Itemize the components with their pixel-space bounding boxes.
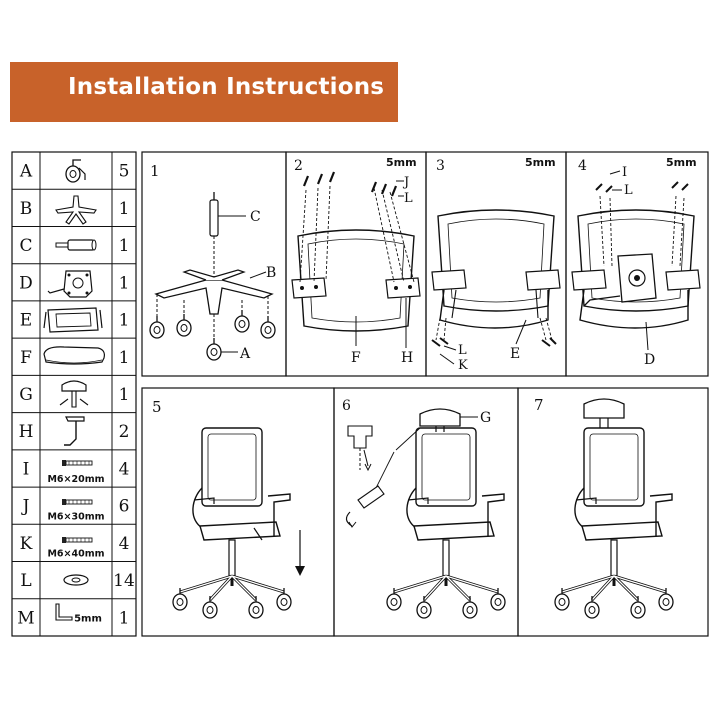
seat-frame-icon [43,307,103,333]
part-letter: F [20,348,32,368]
step-4-illustration [571,170,701,351]
part-quantity: 1 [119,348,130,368]
part-callout: L [624,183,633,198]
step-number: 1 [150,162,160,180]
table-row: K 4M6×40mm [20,534,130,560]
bolt-spec-label: M6×40mm [47,549,104,560]
step-1-illustration [149,192,276,361]
star-base-icon [55,195,97,225]
tool-size-label: 5mm [666,156,697,169]
table-row: M 1 5mm [17,608,129,628]
headrest-bracket-icon [59,380,89,408]
part-callout: I [622,165,627,180]
part-callout: C [250,209,261,225]
part-quantity: 2 [119,422,130,442]
part-letter: L [20,571,31,591]
part-quantity: 5 [119,162,130,182]
tool-size-label: 5mm [386,156,417,169]
part-callout: E [510,346,520,362]
table-row: L 14 [20,571,134,591]
part-quantity: 1 [119,236,130,256]
step-number: 4 [578,158,587,174]
part-callout: L [404,191,413,206]
step-3-illustration [431,209,561,365]
part-letter: J [21,497,30,517]
part-letter: E [20,311,32,331]
bolt-icon [61,498,93,506]
step-5-panel [141,387,335,637]
part-quantity: 6 [119,497,130,517]
table-row: I 4M6×20mm [23,459,130,485]
tool-size-label: 5mm [525,156,556,169]
step-5-illustration [173,428,305,618]
part-callout: L [458,343,467,358]
part-callout: G [480,410,491,426]
step-number: 7 [534,396,544,414]
part-callout: J [402,175,409,190]
part-quantity: 1 [119,608,130,628]
page-title: Installation Instructions [68,74,385,100]
step-panels [141,151,709,637]
part-letter: C [19,236,32,256]
step-7-panel [517,387,709,637]
part-letter: G [19,385,33,405]
washer-icon [63,574,89,586]
part-callout: H [401,350,413,366]
part-letter: D [19,273,33,293]
step-4-panel [565,151,709,377]
allen-key-icon [55,603,73,621]
part-callout: B [266,265,276,281]
bolt-icon [61,459,93,467]
part-letter: A [19,162,33,182]
part-callout: K [458,358,468,373]
seat-cushion-icon [43,346,105,365]
gas-cylinder-icon [55,239,97,251]
bolt-spec-label: M6×30mm [47,511,104,522]
part-quantity: 1 [119,385,130,405]
part-quantity: 1 [119,311,130,331]
part-letter: B [20,199,33,219]
part-quantity: 1 [119,199,130,219]
armrest-icon [64,416,85,446]
step-7-illustration [555,398,673,618]
part-letter: H [19,422,34,442]
part-callout: D [644,352,655,368]
step-number: 5 [152,398,162,416]
row-dividers [12,188,136,600]
part-callout: A [239,346,251,362]
part-quantity: 4 [119,534,130,554]
part-letter: M [17,608,34,628]
bolt-spec-label: M6×20mm [47,474,104,485]
step-number: 2 [294,158,303,174]
tilt-mechanism-icon [47,270,93,298]
step-number: 3 [436,158,445,174]
title-banner: Installation Instructions [10,62,398,122]
tool-size-label: 5mm [74,613,102,624]
step-6-illustration [345,408,505,618]
table-row: J 6M6×30mm [21,497,130,523]
bolt-icon [61,536,93,544]
part-letter: I [23,459,30,479]
parts-table-border [11,151,137,637]
part-quantity: 14 [113,571,135,591]
part-quantity: 4 [119,459,130,479]
step-2-illustration [291,171,421,348]
part-callout: F [351,350,361,366]
step-number: 6 [342,398,351,414]
caster-wheel-icon [65,159,86,183]
part-quantity: 1 [119,273,130,293]
part-letter: K [20,534,33,554]
